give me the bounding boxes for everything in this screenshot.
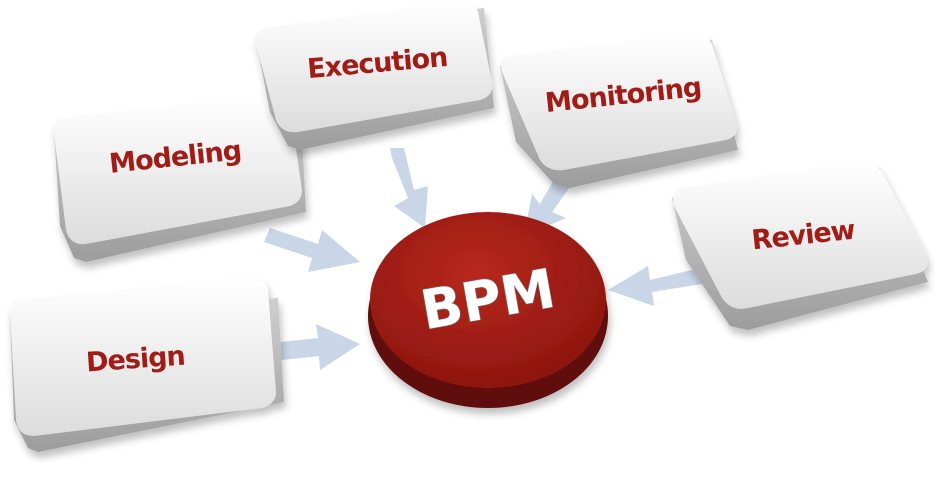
arrow-modeling-to-bpm: [264, 228, 360, 272]
key-design-label: Design: [85, 341, 186, 379]
key-modeling[interactable]: Modeling: [53, 95, 306, 262]
key-review[interactable]: Review: [672, 161, 928, 330]
arrow-execution-to-bpm: [390, 148, 428, 228]
arrow-review-to-bpm: [608, 266, 702, 306]
bpm-hub[interactable]: BPM: [368, 212, 608, 408]
key-monitoring[interactable]: Monitoring: [500, 33, 738, 188]
key-monitoring-face: [501, 33, 737, 171]
key-review-face: [673, 161, 928, 309]
key-execution[interactable]: Execution: [255, 1, 494, 150]
key-design[interactable]: Design: [10, 278, 284, 452]
bpm-hub-face: [370, 212, 606, 388]
key-modeling-face: [53, 95, 302, 245]
arrow-design-to-bpm: [262, 324, 360, 370]
key-design-face: [10, 278, 276, 436]
key-execution-face: [255, 1, 493, 133]
